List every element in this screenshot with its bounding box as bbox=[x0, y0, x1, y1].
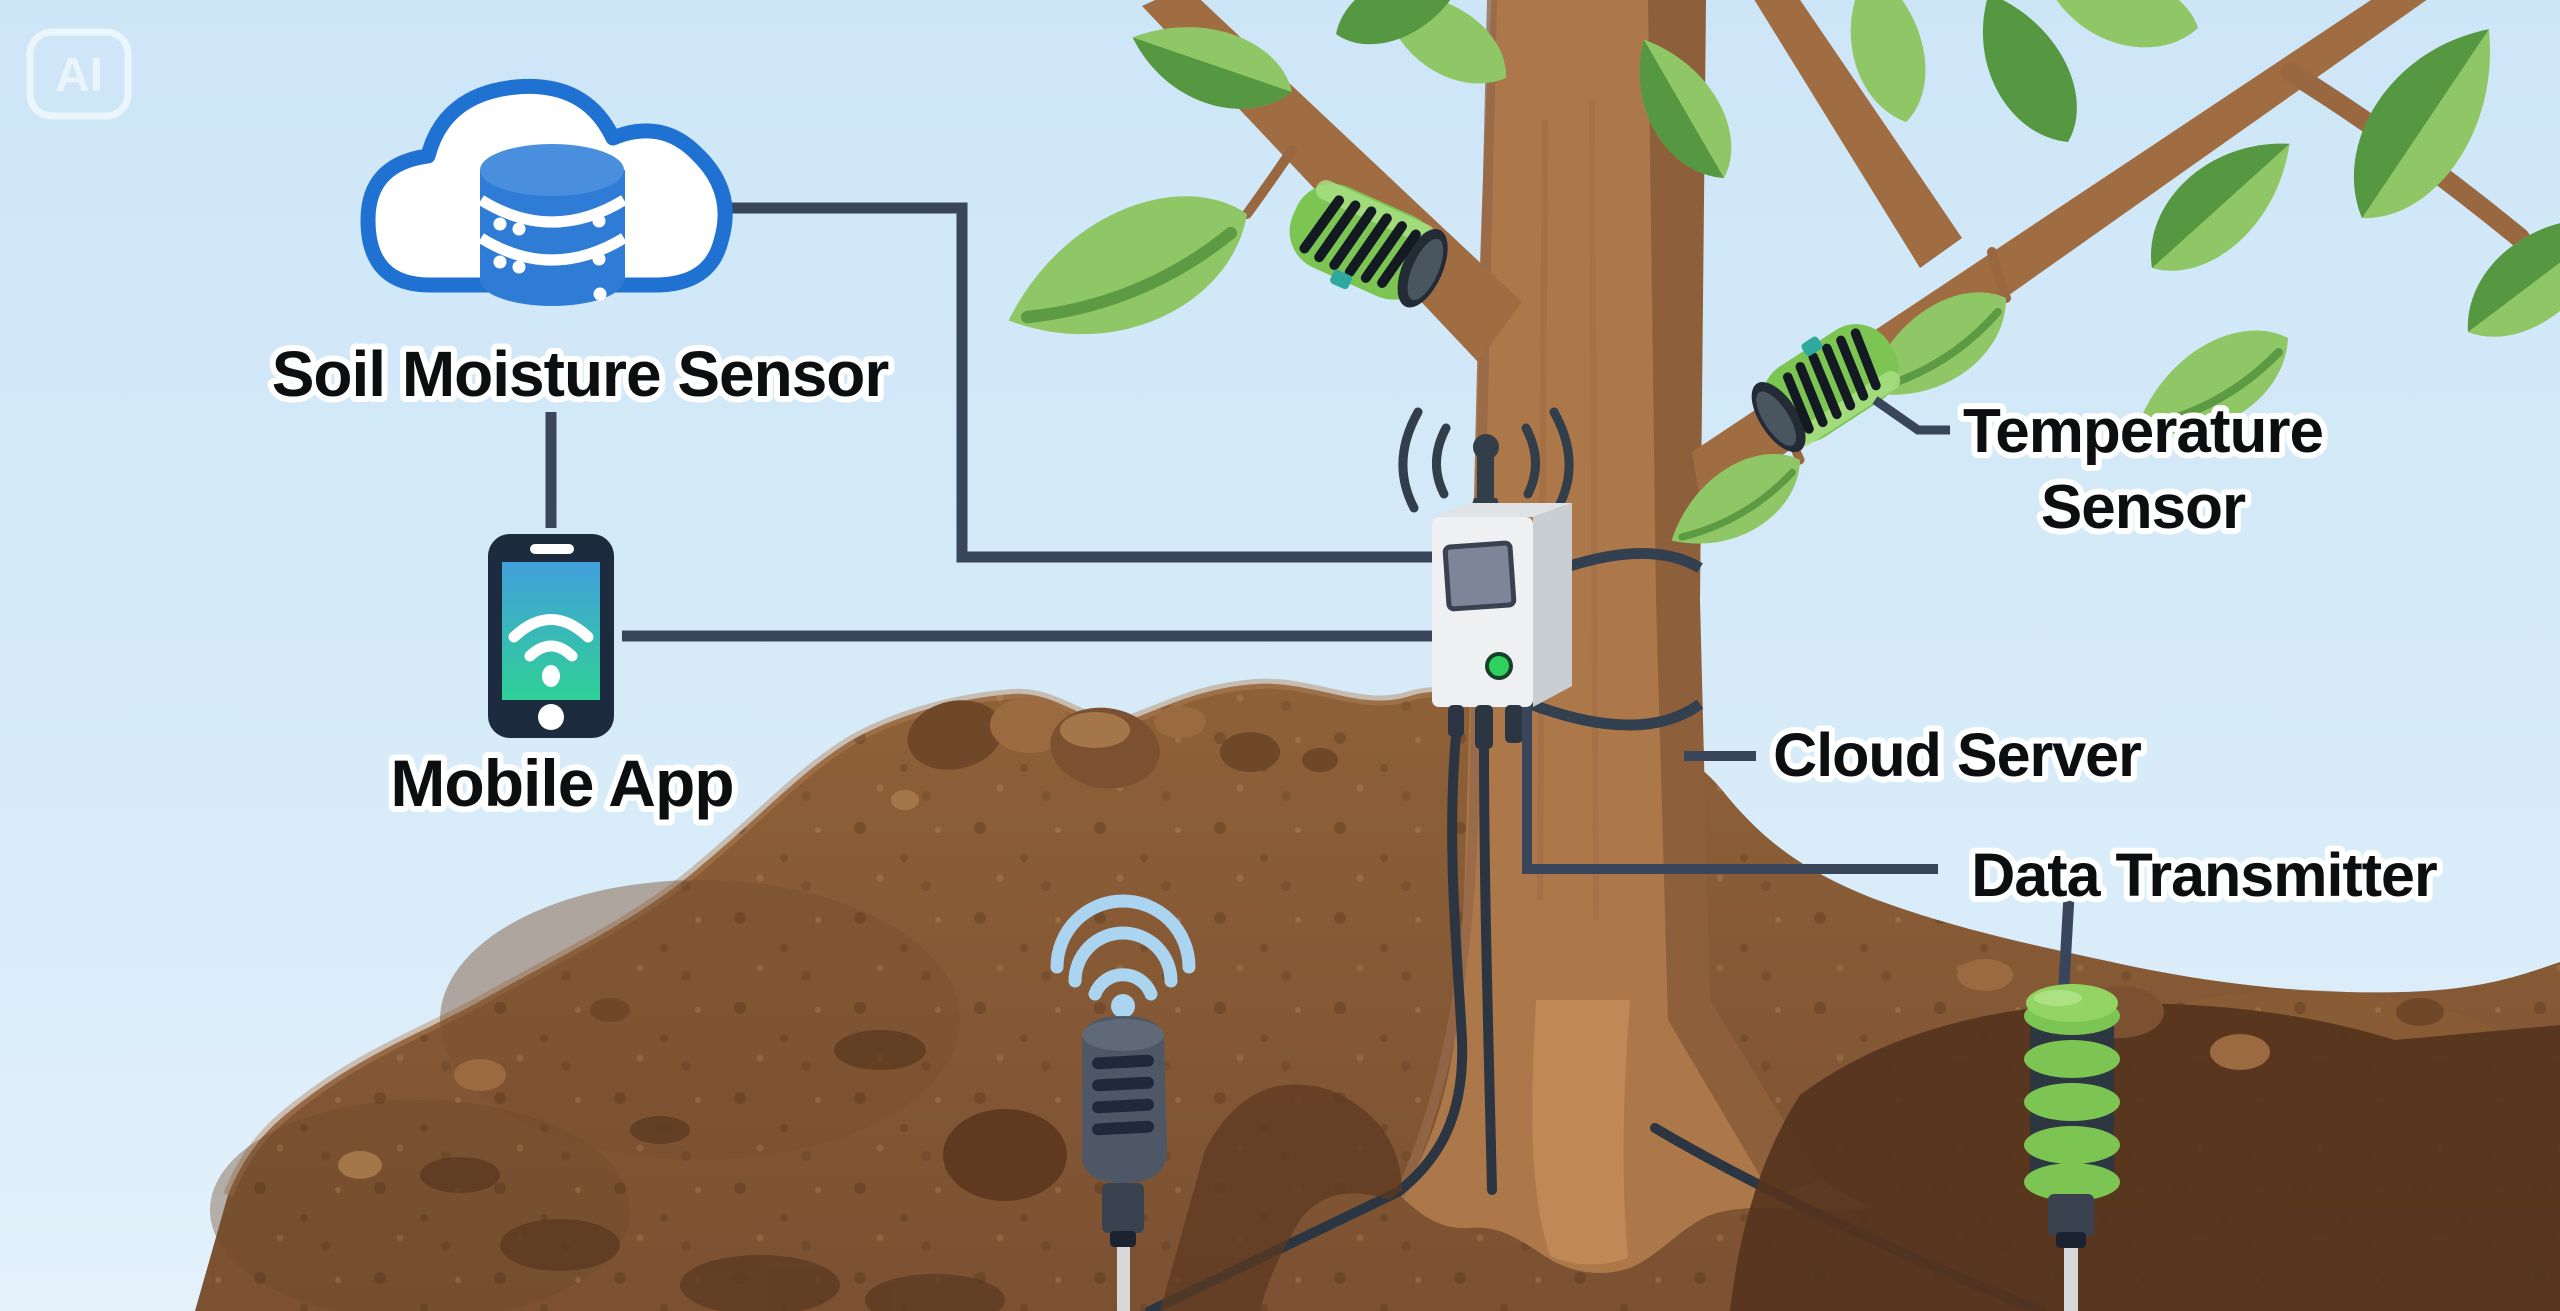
connector-lines bbox=[545, 202, 1433, 642]
wifi-dot bbox=[542, 665, 560, 687]
ai-watermark-badge: AI bbox=[26, 28, 132, 120]
connector-cloud-to-transmitter bbox=[726, 202, 1433, 563]
probe-rod bbox=[2064, 1248, 2078, 1311]
database-icon bbox=[478, 144, 627, 306]
wifi-waves-icon bbox=[1050, 894, 1196, 1001]
transmitter-device bbox=[1398, 407, 1704, 749]
label-mobile-app: Mobile App bbox=[390, 746, 733, 820]
labels: Soil Moisture Sensor Mobile App Temperat… bbox=[266, 332, 2444, 915]
label-cloud-server: Cloud Server bbox=[1773, 721, 2141, 789]
label-soil-moisture-sensor: Soil Moisture Sensor bbox=[272, 338, 889, 410]
wifi-dot bbox=[1111, 994, 1135, 1018]
rocks bbox=[338, 697, 2444, 1179]
signal-waves-icon bbox=[1398, 407, 1574, 513]
strap-lower bbox=[1517, 694, 1704, 731]
ai-watermark-text: AI bbox=[55, 49, 103, 102]
leader-data-transmitter bbox=[1522, 707, 1938, 874]
phone-speaker bbox=[530, 544, 574, 554]
device-screen bbox=[1442, 540, 1517, 612]
phone-home-button bbox=[538, 704, 564, 730]
label-data-transmitter: Data Transmitter bbox=[1971, 841, 2437, 909]
smartphone-icon bbox=[488, 534, 614, 738]
soil-probe-wireless bbox=[1050, 894, 1196, 1311]
probe-rod bbox=[1117, 1247, 1130, 1311]
device-led bbox=[1485, 652, 1513, 680]
branch-right-upper bbox=[1754, 0, 1962, 268]
soil-probe-green bbox=[2024, 984, 2120, 1311]
root-highlight bbox=[1532, 1000, 1630, 1265]
wifi-icon bbox=[508, 614, 594, 662]
cloud-database-icon bbox=[360, 78, 733, 306]
tree-trunk bbox=[1400, 0, 1870, 1273]
label-leaders bbox=[1522, 396, 1950, 874]
label-temperature-line2: Sensor bbox=[2041, 473, 2246, 542]
leader-temperature bbox=[1872, 396, 1950, 435]
soil-shadows bbox=[943, 1003, 2560, 1311]
label-temperature-line1: Temperature bbox=[1963, 397, 2323, 466]
device-connectors bbox=[1448, 705, 1523, 749]
trunk-shadow bbox=[1642, 0, 1820, 1196]
soil-cavities bbox=[420, 1030, 1005, 1311]
